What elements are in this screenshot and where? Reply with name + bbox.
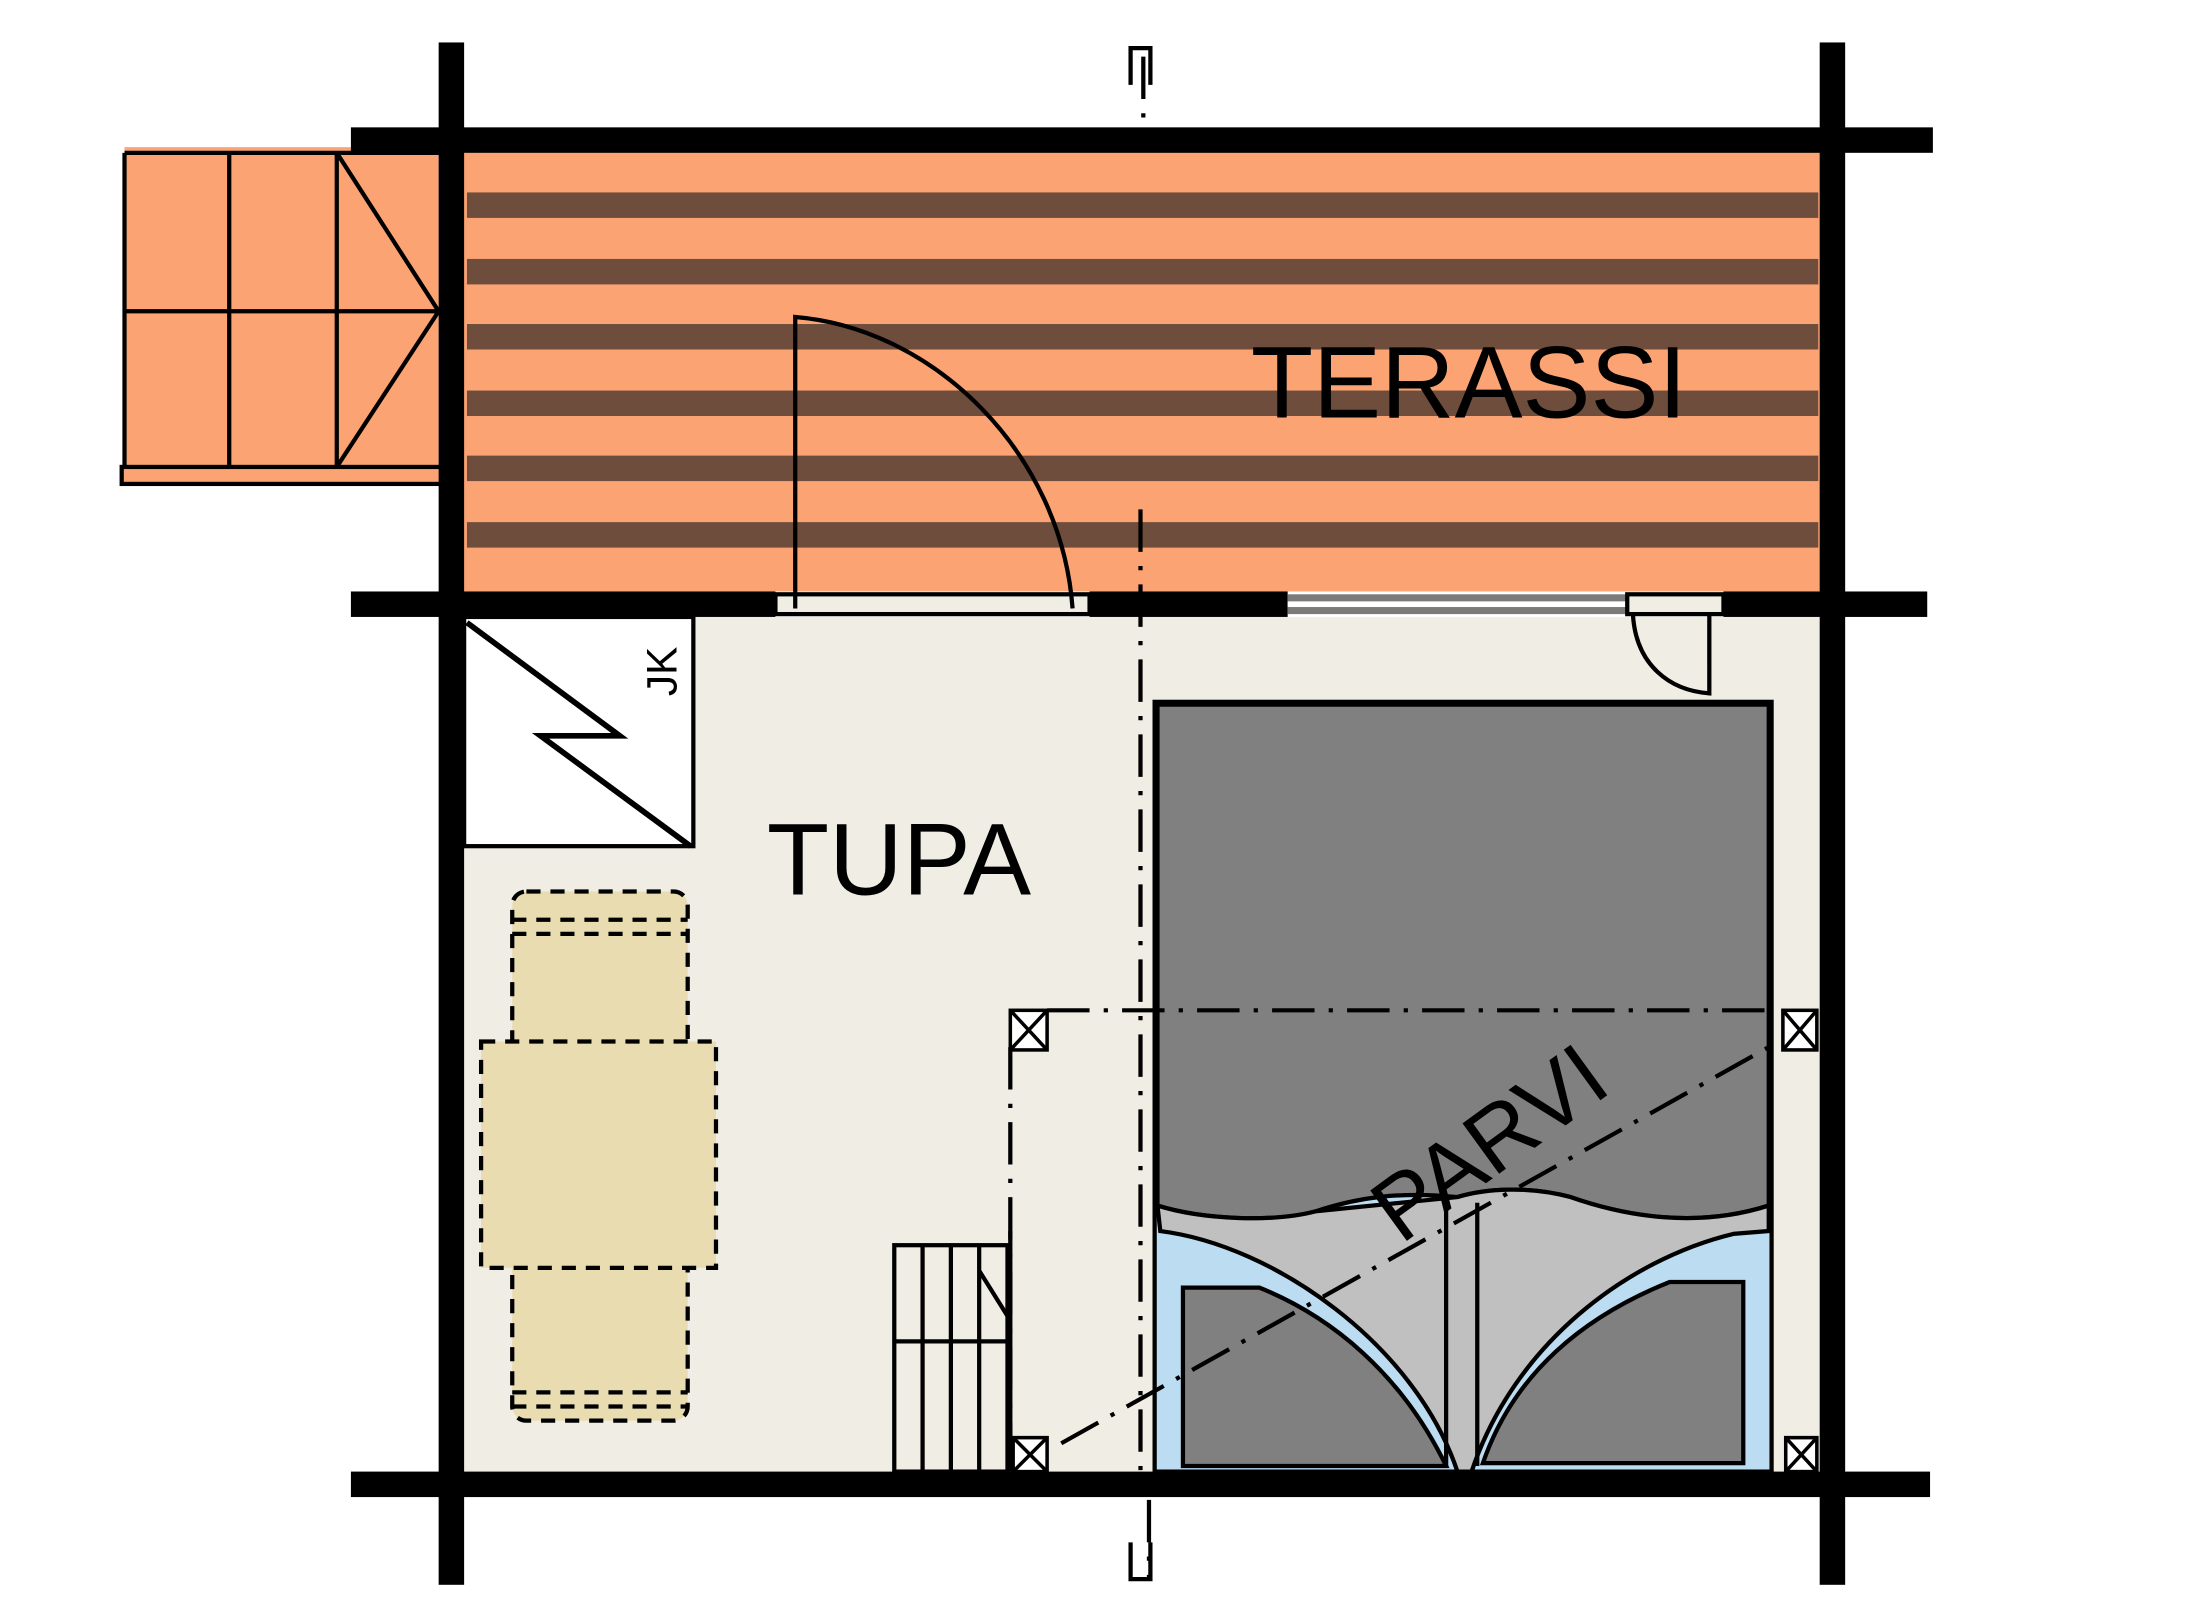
loft-outline [1008, 56, 1778, 1578]
walls [350, 42, 1933, 1585]
entrance-door [773, 314, 1092, 617]
fridge-label: JK [638, 647, 685, 697]
dining-table [478, 889, 719, 1423]
living-room-label: TUPA [767, 802, 1031, 916]
axis-marker [1128, 45, 1153, 1582]
terrace-label: TERASSI [1251, 325, 1687, 439]
entrance-steps [119, 147, 450, 487]
small-door [1625, 592, 1726, 696]
window [1287, 594, 1628, 615]
fridge-box: JK [461, 614, 696, 849]
loft-bed: PARVI [1152, 699, 1774, 1474]
terrace-deck [455, 149, 1826, 592]
